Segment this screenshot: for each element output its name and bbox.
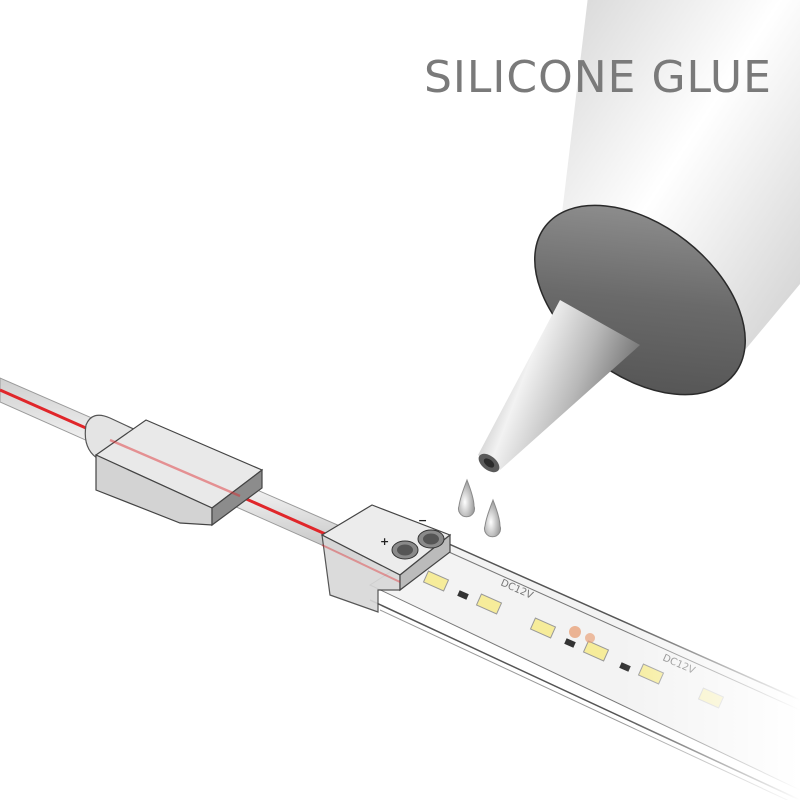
nozzle [478,300,640,473]
plus-label: + [380,535,389,548]
cable-clip [84,414,264,527]
screw-plus [391,540,419,560]
screw-minus [417,529,445,549]
end-cap-connector: + − [320,504,452,613]
led-strip: DC12V DC12V [368,539,800,800]
minus-label: − [418,514,427,527]
page-title: SILICONE GLUE [424,52,772,103]
glue-droplets [458,478,501,538]
